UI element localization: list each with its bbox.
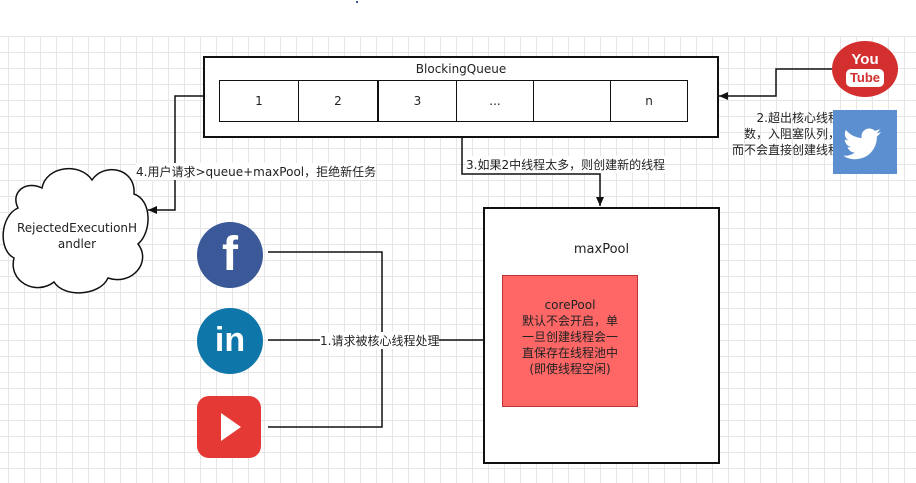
line-youtube-play bbox=[268, 340, 383, 428]
queue-cell: 2 bbox=[298, 80, 378, 122]
rejected-handler-label: RejectedExecutionH andler bbox=[4, 220, 150, 252]
queue-cell bbox=[533, 80, 611, 122]
youtube-logo-icon: You Tube bbox=[832, 41, 898, 97]
linkedin-icon: in bbox=[197, 308, 263, 374]
queue-cell: 1 bbox=[219, 80, 299, 122]
arrow-step3 bbox=[461, 137, 604, 206]
core-pool-line: 默认不会开启，单 bbox=[521, 314, 618, 328]
youtube-logo-text-top: You bbox=[851, 51, 879, 68]
annotation-step1: 1.请求被核心线程处理 bbox=[320, 332, 440, 349]
rejected-handler-cloud bbox=[2, 167, 149, 294]
line-facebook bbox=[268, 251, 383, 340]
twitter-icon bbox=[833, 110, 897, 174]
annotation-step2: 2.超出核心线程 数，入阻塞队列， 而不会直接创建线程 bbox=[722, 110, 840, 158]
blocking-queue-title: BlockingQueue bbox=[415, 62, 507, 76]
core-pool-line: 直保存在线程池中 bbox=[521, 346, 618, 360]
facebook-glyph: f bbox=[222, 228, 238, 281]
top-dot bbox=[356, 1, 358, 3]
arrow-step4 bbox=[148, 95, 203, 214]
queue-cell: n bbox=[610, 80, 688, 122]
core-pool-line: (即使线程空闲) bbox=[529, 362, 611, 376]
annotation-step3: 3.如果2中线程太多，则创建新的线程 bbox=[466, 156, 666, 173]
twitter-bird-icon bbox=[843, 128, 881, 160]
rejected-handler-line1: RejectedExecutionH bbox=[16, 221, 138, 235]
annotation-step2-line: 数，入阻塞队列， bbox=[743, 127, 840, 141]
max-pool-label: maxPool bbox=[573, 242, 630, 257]
annotation-step4: 4.用户请求>queue+maxPool，拒绝新任务 bbox=[136, 163, 377, 180]
youtube-logo-text-bottom: Tube bbox=[846, 69, 884, 87]
facebook-icon: f bbox=[197, 222, 263, 288]
annotation-step2-line: 而不会直接创建线程 bbox=[731, 143, 840, 157]
arrow-step2 bbox=[719, 68, 832, 100]
queue-cell: 3 bbox=[377, 80, 457, 122]
linkedin-glyph: in bbox=[214, 321, 246, 359]
core-pool-line: 一旦创建线程会一 bbox=[521, 330, 618, 344]
core-pool-text: corePool 默认不会开启，单 一旦创建线程会一 直保存在线程池中 (即使线… bbox=[502, 297, 638, 377]
annotation-step2-line: 2.超出核心线程 bbox=[756, 111, 840, 125]
rejected-handler-line2: andler bbox=[57, 237, 97, 251]
core-pool-title: corePool bbox=[544, 298, 596, 312]
core-pool-box bbox=[502, 275, 638, 407]
play-triangle-icon bbox=[221, 413, 241, 441]
queue-cell: ... bbox=[456, 80, 534, 122]
youtube-play-icon bbox=[197, 396, 261, 458]
